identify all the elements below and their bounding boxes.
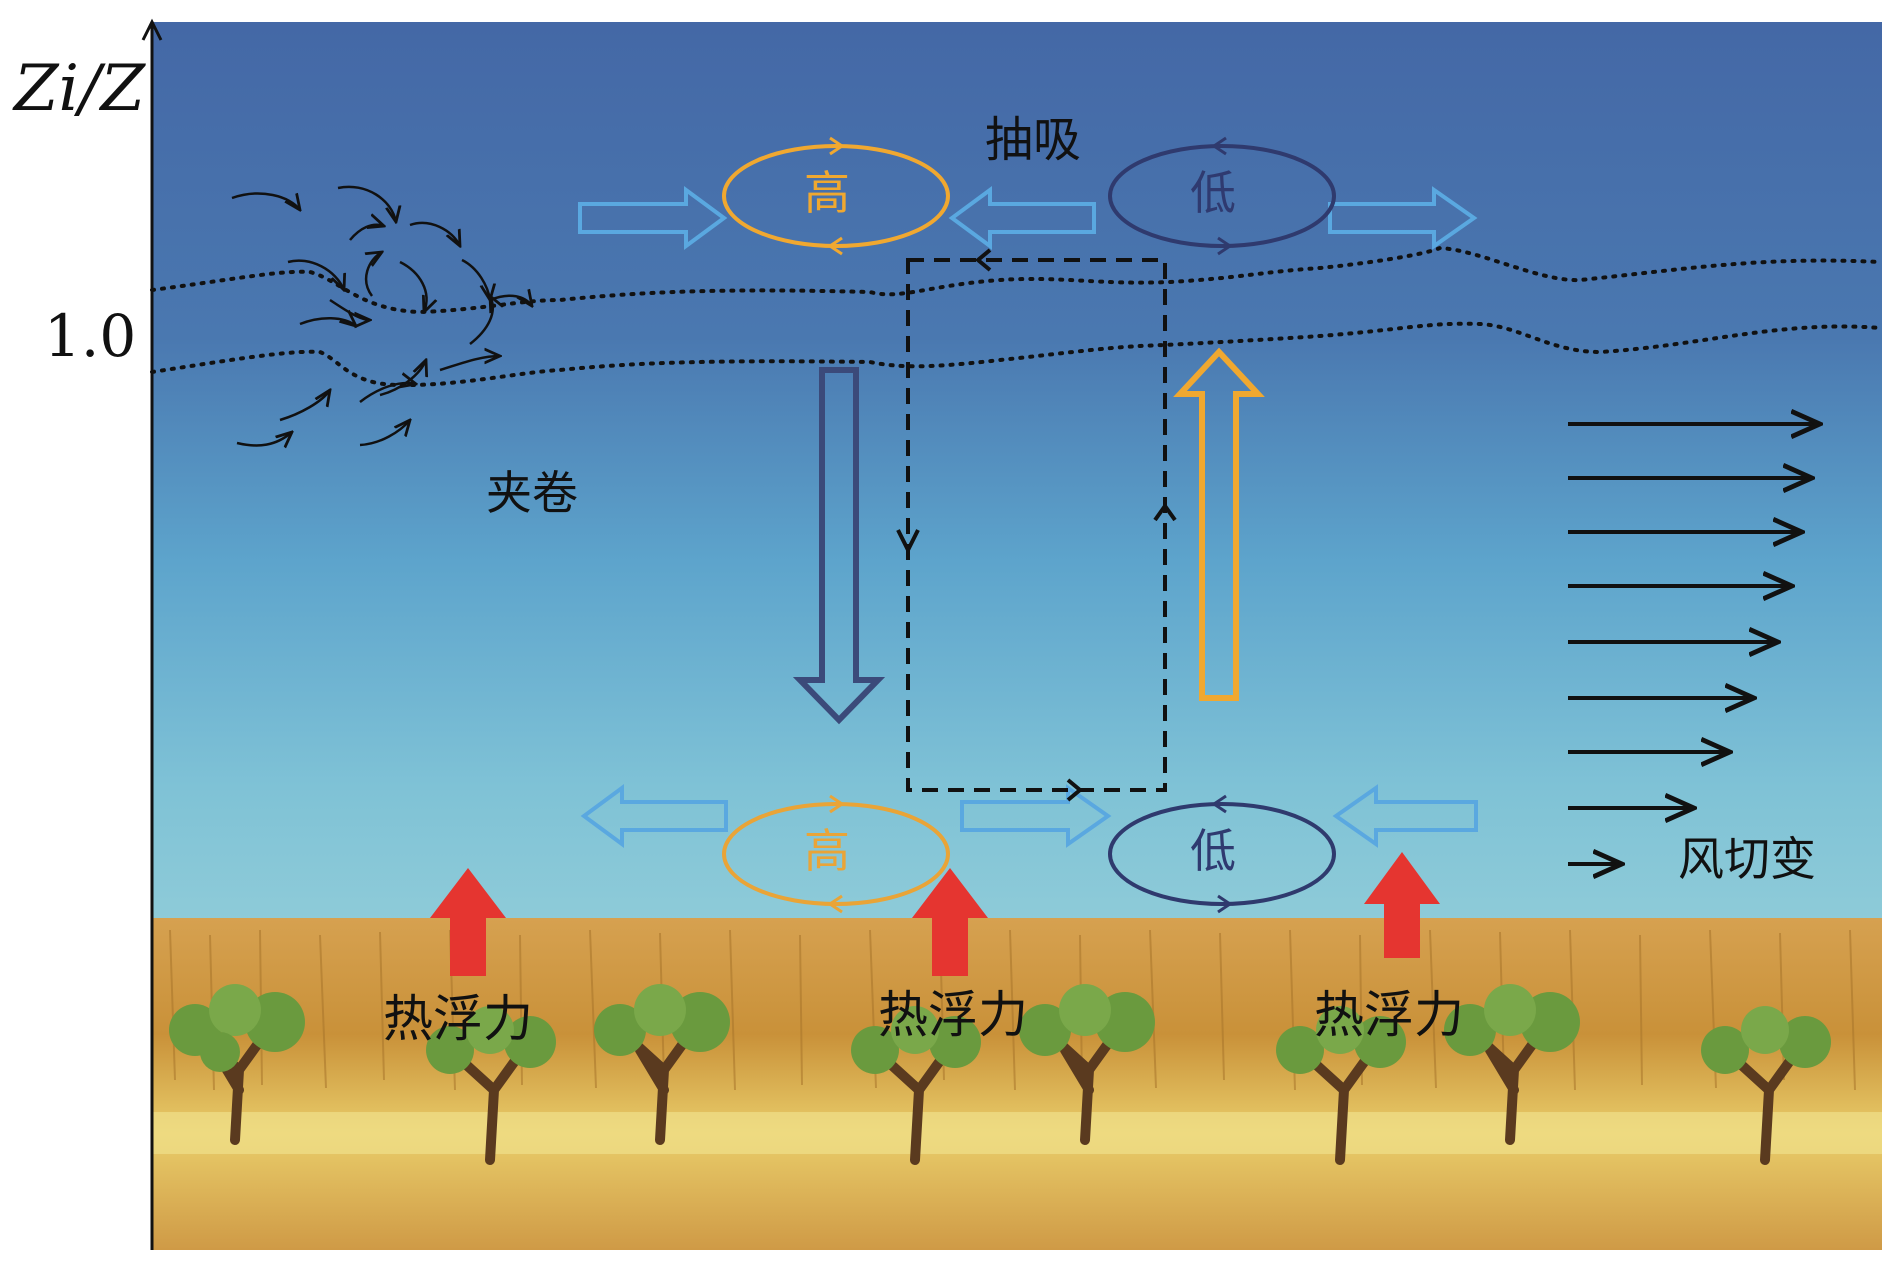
wind-shear-label: 风切变 xyxy=(1678,832,1816,886)
upper-divergence-arrows xyxy=(578,186,1478,250)
y-axis-tick-label: 1.0 xyxy=(44,302,137,370)
wind-shear-profile xyxy=(1568,424,1820,864)
ground-light-band xyxy=(152,1112,1882,1154)
upper-inversion-boundary xyxy=(150,245,1882,315)
buoyancy-arrows xyxy=(430,852,1440,976)
upper-low-cell xyxy=(1108,136,1336,256)
entrainment-label: 夹卷 xyxy=(486,466,578,520)
suction-label: 抽吸 xyxy=(985,112,1082,168)
entrainment-arrows xyxy=(231,185,532,446)
buoyancy-label: 热浮力 xyxy=(1314,986,1464,1044)
ascending-flow-arrow xyxy=(1173,347,1265,701)
lower-low-label: 低 xyxy=(1190,824,1236,878)
lower-high-label: 高 xyxy=(804,824,850,878)
descending-flow-arrow xyxy=(792,367,886,725)
grassland-ground xyxy=(152,918,1882,1250)
buoyancy-label: 热浮力 xyxy=(878,986,1028,1044)
tree-icon xyxy=(169,984,1831,1165)
y-axis-arrowhead xyxy=(141,18,163,41)
y-axis-title: Zi/Z xyxy=(14,52,145,126)
upper-low-label: 低 xyxy=(1190,166,1236,220)
upper-high-cell xyxy=(722,136,950,256)
lower-high-cell xyxy=(722,794,950,914)
buoyancy-label: 热浮力 xyxy=(383,990,533,1048)
sky-background xyxy=(152,22,1882,922)
upper-high-label: 高 xyxy=(804,166,850,220)
lower-inversion-boundary xyxy=(150,321,1882,388)
circulation-loop xyxy=(896,248,1177,802)
lower-low-cell xyxy=(1108,794,1336,914)
